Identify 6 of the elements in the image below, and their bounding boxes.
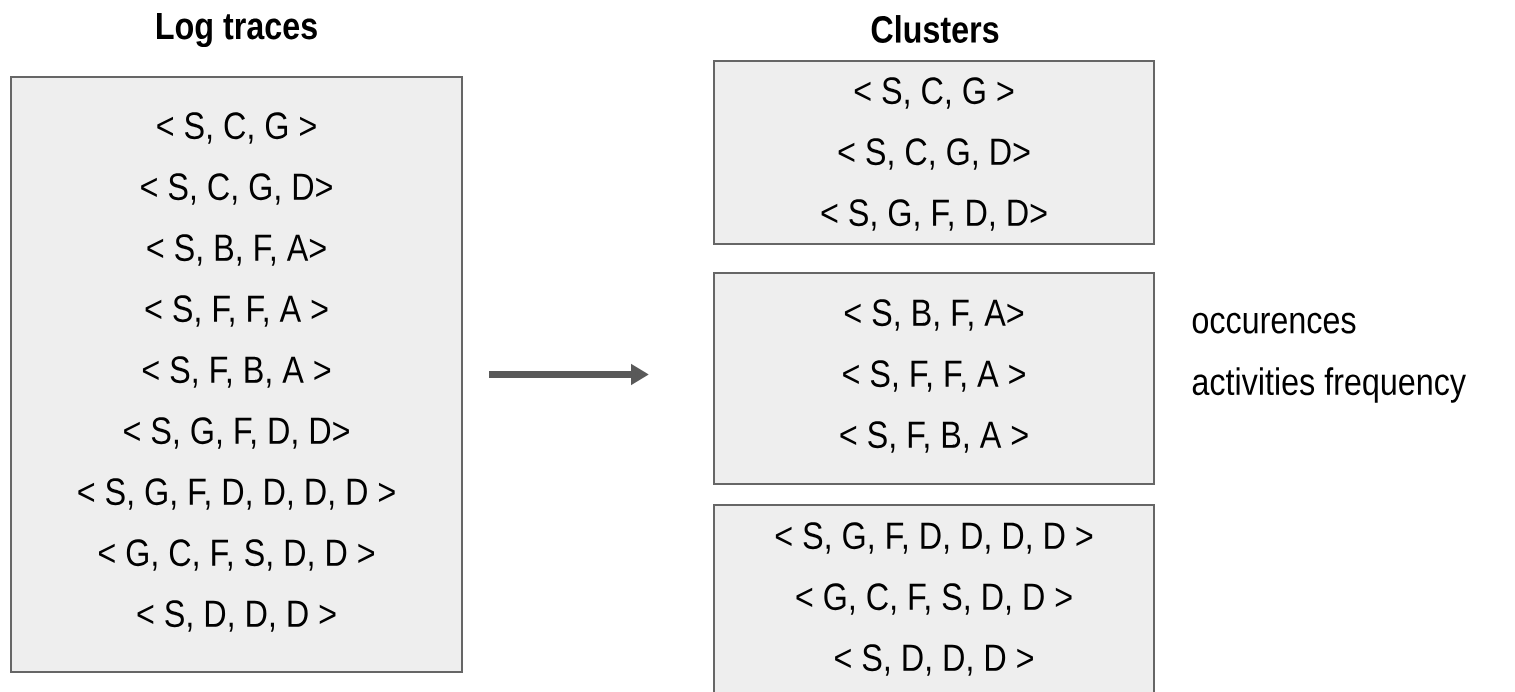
cluster-box: < S, C, G > < S, C, G, D> < S, G, F, D, D> [713, 60, 1155, 245]
cluster-box: < S, G, F, D, D, D, D > < G, C, F, S, D, D > < S, D, D, D > [713, 504, 1155, 692]
cluster-box: < S, C, G > < S, C, G, D> < S, B, F, A> < S, F, F, A > < S, F, B, A > < S, G, F, D, D> < S, G, F, D, D, D, D > < G, C, F, S, D, D > < S, D, D, D > [10, 76, 463, 673]
note-text: activities frequency [1192, 367, 1466, 403]
cluster-box: < S, B, F, A> < S, F, F, A > < S, F, B, A > [713, 272, 1155, 485]
note-text: occurences [1192, 312, 1356, 334]
